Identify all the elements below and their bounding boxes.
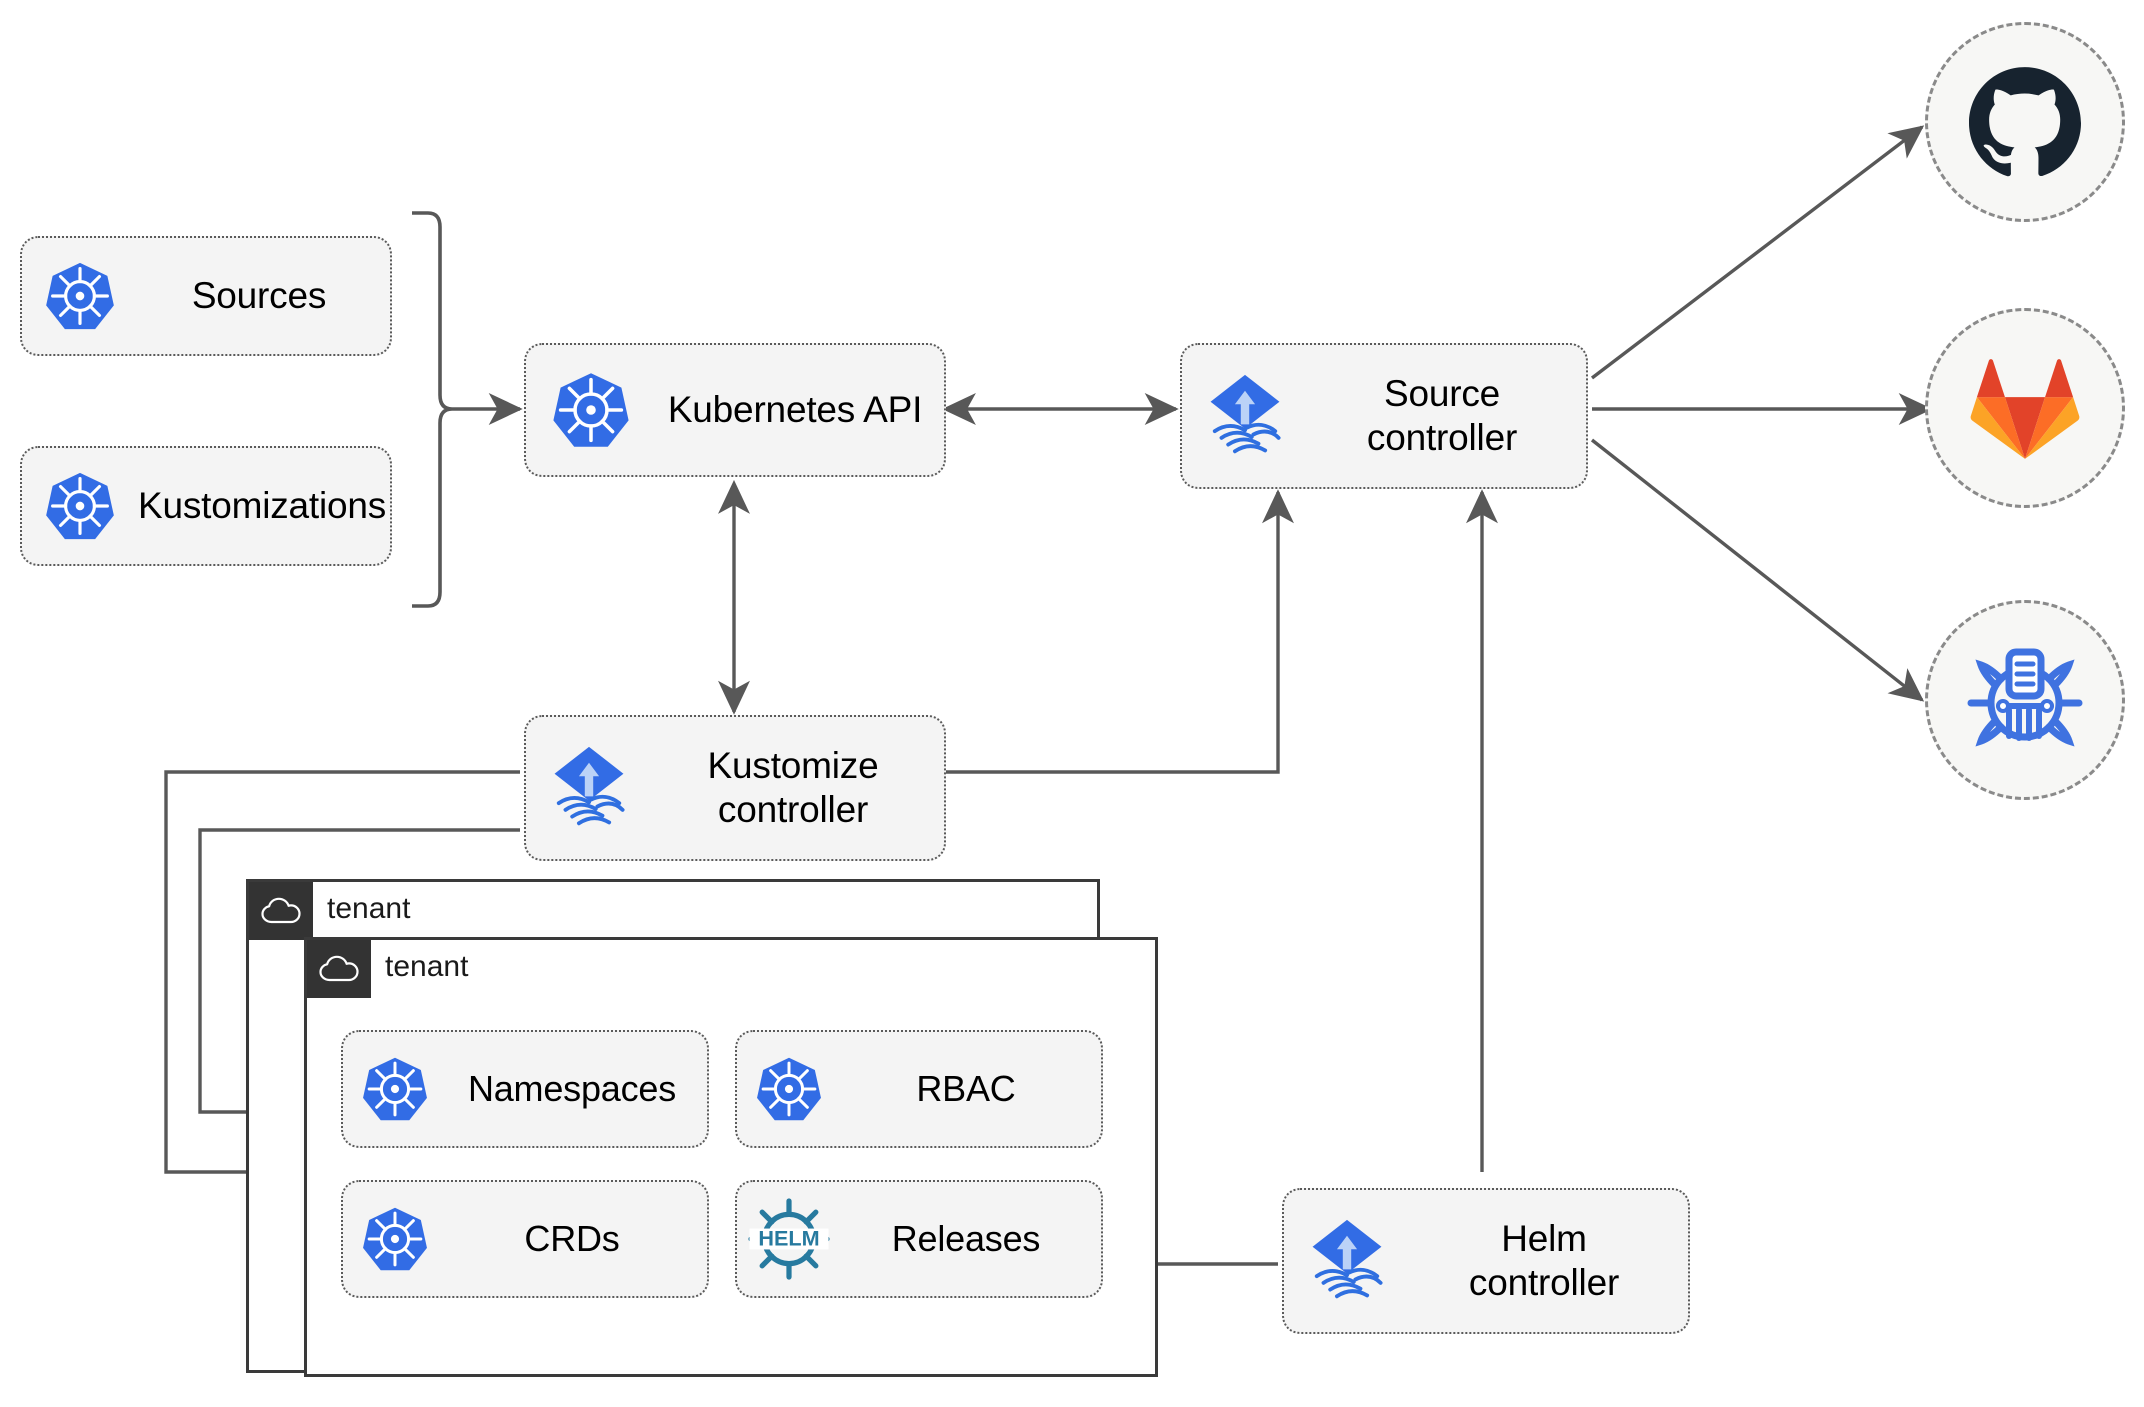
kubernetes-icon [343,1205,447,1273]
repo-github[interactable] [1925,22,2125,222]
group-brace [412,211,453,608]
svg-text:HELM: HELM [758,1226,819,1251]
node-rbac[interactable]: RBAC [735,1030,1103,1148]
flux-icon [1284,1217,1410,1305]
helm-repository-icon [1967,648,2083,747]
node-label: Sources [191,275,327,317]
node-releases[interactable]: HELM Releases [735,1180,1103,1298]
node-kubernetes-api[interactable]: Kubernetes API [524,343,946,477]
node-label: Helm controller [1468,1218,1620,1303]
repo-gitlab[interactable] [1925,308,2125,508]
tenant-label: tenant [327,892,411,925]
kubernetes-icon [526,370,656,450]
tenant-label: tenant [385,950,469,983]
repo-helm-repository[interactable] [1925,600,2125,800]
kubernetes-icon [737,1055,841,1123]
node-kustomizations[interactable]: Kustomizations [20,446,392,566]
node-label: Namespaces [467,1067,677,1109]
tenant-group-inner: tenant [304,937,1158,1377]
kubernetes-icon [22,260,138,332]
node-label: Source controller [1366,373,1518,458]
gitlab-icon [1970,359,2080,459]
wire-kustomize-to-tenant-outer [164,770,520,1188]
flux-icon [526,744,652,832]
node-label: RBAC [916,1067,1016,1109]
node-kustomize-controller[interactable]: Kustomize controller [524,715,946,861]
kubernetes-icon [22,470,138,542]
node-label: Kustomizations [138,485,387,527]
wire-source-to-helm-repo [1590,438,1925,702]
node-crds[interactable]: CRDs [341,1180,709,1298]
wire-kustomize-to-source [946,489,1294,774]
node-source-controller[interactable]: Source controller [1180,343,1588,489]
node-namespaces[interactable]: Namespaces [341,1030,709,1148]
node-helm-controller[interactable]: Helm controller [1282,1188,1690,1334]
node-label: Releases [891,1217,1041,1259]
node-label: Kustomize controller [707,745,879,830]
wire-source-to-github [1590,125,1925,380]
cloud-icon [307,940,371,998]
kubernetes-icon [343,1055,447,1123]
node-sources[interactable]: Sources [20,236,392,356]
node-label: Kubernetes API [667,389,923,431]
helm-icon: HELM [737,1198,841,1280]
cloud-icon [249,882,313,940]
flux-icon [1182,372,1308,460]
node-label: CRDs [524,1217,620,1259]
github-icon [1969,67,2081,177]
